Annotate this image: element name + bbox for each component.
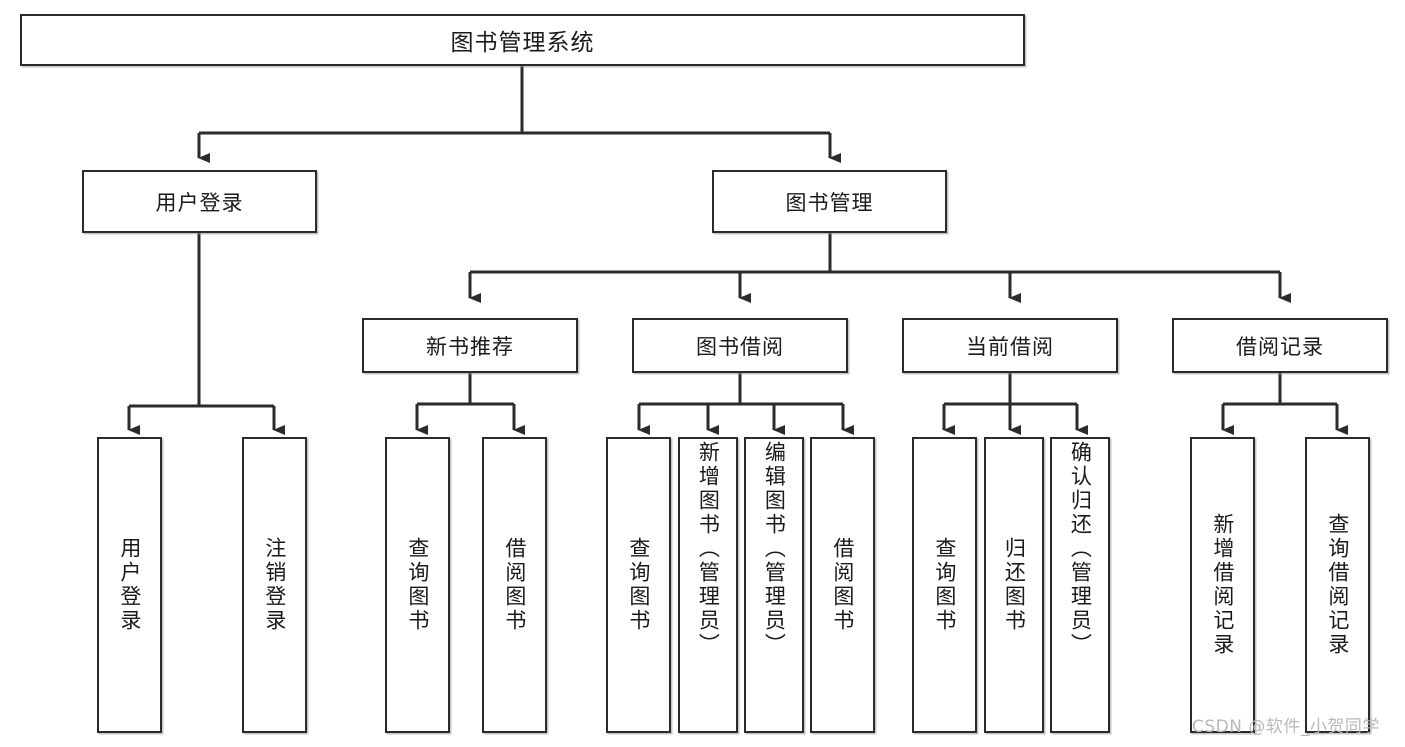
node-label: 查询借阅记录 xyxy=(1325,513,1350,657)
leaf-add-book-admin[interactable]: 新增图书（管理员） xyxy=(678,437,738,733)
leaf-text-wrap: 查询图书 xyxy=(914,439,975,731)
leaf-edit-book-admin[interactable]: 编辑图书（管理员） xyxy=(744,437,804,733)
leaf-query-book-current[interactable]: 查询图书 xyxy=(912,437,977,733)
leaf-text-wrap: 确认归还（管理员） xyxy=(1052,439,1108,733)
node-label: 新增借阅记录 xyxy=(1210,513,1235,657)
leaf-text-wrap: 查询图书 xyxy=(608,439,669,731)
leaf-text-wrap: 归还图书 xyxy=(986,439,1042,731)
node-label: 借阅记录 xyxy=(1236,334,1324,359)
node-label: 新书推荐 xyxy=(426,334,514,359)
leaf-user-login[interactable]: 用户登录 xyxy=(97,437,162,733)
leaf-text-wrap: 新增图书（管理员） xyxy=(680,439,736,733)
leaf-text-wrap: 查询图书 xyxy=(387,439,448,731)
node-label: 查询图书 xyxy=(626,537,651,633)
node-label: 图书借阅 xyxy=(696,334,784,359)
node-label: 图书管理系统 xyxy=(450,30,595,56)
node-label: 归还图书 xyxy=(1002,537,1027,633)
leaf-add-borrow-record[interactable]: 新增借阅记录 xyxy=(1190,437,1255,733)
node-label: 借阅图书 xyxy=(830,537,855,633)
node-user-login[interactable]: 用户登录 xyxy=(82,170,317,233)
leaf-confirm-return-admin[interactable]: 确认归还（管理员） xyxy=(1050,437,1110,733)
leaf-query-book-borrow[interactable]: 查询图书 xyxy=(606,437,671,733)
leaf-text-wrap: 借阅图书 xyxy=(812,439,873,731)
leaf-query-book-recommend[interactable]: 查询图书 xyxy=(385,437,450,733)
leaf-return-book[interactable]: 归还图书 xyxy=(984,437,1044,733)
leaf-borrow-book[interactable]: 借阅图书 xyxy=(810,437,875,733)
leaf-text-wrap: 注销登录 xyxy=(244,439,305,731)
node-new-book-recommend[interactable]: 新书推荐 xyxy=(362,318,578,373)
node-label: 当前借阅 xyxy=(966,334,1054,359)
node-label: 确认归还（管理员） xyxy=(1068,441,1093,657)
node-label: 图书管理 xyxy=(785,190,874,215)
node-label: 用户登录 xyxy=(117,537,142,633)
node-book-management[interactable]: 图书管理 xyxy=(712,170,947,233)
leaf-text-wrap: 查询借阅记录 xyxy=(1307,439,1368,731)
leaf-text-wrap: 借阅图书 xyxy=(484,439,545,731)
csdn-watermark: CSDN @软件_小贺同学 xyxy=(1192,717,1380,737)
node-borrow-record[interactable]: 借阅记录 xyxy=(1172,318,1388,373)
node-current-borrow[interactable]: 当前借阅 xyxy=(902,318,1118,373)
node-root-book-management-system[interactable]: 图书管理系统 xyxy=(20,14,1025,66)
leaf-query-borrow-record[interactable]: 查询借阅记录 xyxy=(1305,437,1370,733)
node-label: 查询图书 xyxy=(932,537,957,633)
node-label: 编辑图书（管理员） xyxy=(762,441,787,657)
node-label: 查询图书 xyxy=(405,537,430,633)
leaf-text-wrap: 新增借阅记录 xyxy=(1192,439,1253,731)
leaf-text-wrap: 编辑图书（管理员） xyxy=(746,439,802,733)
node-book-borrow[interactable]: 图书借阅 xyxy=(632,318,848,373)
node-label: 新增图书（管理员） xyxy=(696,441,721,657)
node-label: 注销登录 xyxy=(262,537,287,633)
node-label: 借阅图书 xyxy=(502,537,527,633)
leaf-logout[interactable]: 注销登录 xyxy=(242,437,307,733)
leaf-borrow-book-recommend[interactable]: 借阅图书 xyxy=(482,437,547,733)
leaf-text-wrap: 用户登录 xyxy=(99,439,160,731)
node-label: 用户登录 xyxy=(155,190,244,215)
